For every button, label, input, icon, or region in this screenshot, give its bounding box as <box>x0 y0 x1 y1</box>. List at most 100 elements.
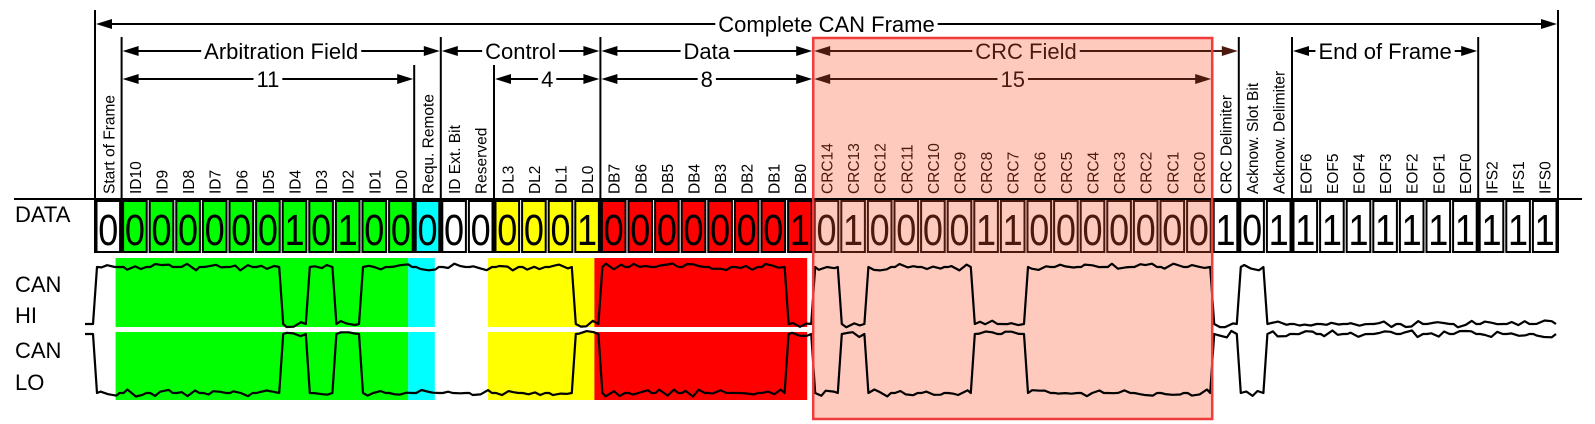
field-arrow-2: Control <box>441 39 600 64</box>
bit-label: EOF6 <box>1298 154 1315 194</box>
bit-label: ID2 <box>341 170 358 194</box>
bit-label: CRC Delimiter <box>1219 95 1236 194</box>
field-label: CRC Field <box>975 39 1076 64</box>
bit-cell: 1 <box>1292 200 1319 255</box>
bit-value: 0 <box>1136 206 1156 255</box>
field-arrow-0: Complete CAN Frame <box>96 12 1557 37</box>
bit-label: DB4 <box>687 163 704 194</box>
field-arrow-9: 15 <box>814 67 1212 92</box>
bit-cell: 1 <box>840 200 866 255</box>
bit-cell-box <box>654 200 680 253</box>
bit-value: 0 <box>151 206 171 255</box>
bit-cell-box <box>920 200 946 253</box>
arrow-label-bg <box>997 75 1028 83</box>
field-label: Data <box>684 39 731 64</box>
bit-cell-box <box>946 200 973 253</box>
bit-cell-box <box>1319 200 1345 253</box>
arrow-right-icon <box>583 46 600 56</box>
bit-cell: 1 <box>1398 200 1425 255</box>
bit-label: DL3 <box>500 166 517 194</box>
bit-cell: 0 <box>1079 200 1106 255</box>
bit-label: ID6 <box>234 170 251 194</box>
can-lo-bg-yellow <box>488 332 595 400</box>
bit-label: IFS2 <box>1485 161 1502 194</box>
bit-label: EOF4 <box>1352 153 1369 194</box>
bit-cell: 0 <box>122 200 148 255</box>
bit-value: 0 <box>683 206 703 255</box>
bit-value: 1 <box>1348 206 1368 255</box>
bit-label: ID9 <box>155 170 172 194</box>
bit-cell: 1 <box>1452 200 1478 255</box>
bit-label: DB1 <box>766 164 783 194</box>
bit-label: CRC8 <box>979 152 996 194</box>
bit-cell-box <box>547 200 574 253</box>
bit-cell-box <box>281 200 308 253</box>
bit-value: 0 <box>710 206 730 255</box>
bit-cell-box <box>175 200 201 253</box>
bit-value: 1 <box>1428 206 1448 255</box>
bit-value: 1 <box>338 206 358 255</box>
bit-value: 0 <box>444 206 464 255</box>
bit-cell-box <box>787 200 813 253</box>
field-arrow-5: End of Frame <box>1293 39 1478 64</box>
bit-value: 0 <box>125 206 145 255</box>
bit-cell-box <box>840 200 866 253</box>
bit-value: 1 <box>1269 206 1289 255</box>
bit-cell: 0 <box>521 200 547 255</box>
bit-cell: 0 <box>175 200 201 255</box>
bit-label: ID4 <box>288 170 305 195</box>
bit-label: Requ. Remote <box>421 94 438 194</box>
bit-cell-box <box>1292 200 1319 253</box>
bit-value: 0 <box>258 206 278 255</box>
bit-label: DB0 <box>793 163 810 194</box>
bit-value: 0 <box>1056 206 1076 255</box>
bit-cell-box <box>95 200 122 253</box>
crc-field-highlight <box>811 36 1214 421</box>
bit-cell-box <box>361 200 388 253</box>
bit-cell: 0 <box>920 200 946 255</box>
bit-cell: 0 <box>308 200 334 255</box>
arrow-label-bg <box>680 47 734 55</box>
arrow-right-icon <box>796 74 813 84</box>
bit-value: 0 <box>870 206 890 255</box>
bit-cell: 0 <box>733 200 760 255</box>
bit-value: 0 <box>737 206 757 255</box>
bit-label: DB7 <box>607 164 624 194</box>
bit-label: CRC7 <box>1006 152 1023 194</box>
bit-label: IFS1 <box>1511 161 1528 194</box>
bit-cell-box <box>441 200 467 253</box>
bit-cell: 1 <box>1478 200 1505 255</box>
bit-label: CRC10 <box>926 143 943 194</box>
bit-value: 0 <box>1162 206 1182 255</box>
bit-value: 1 <box>1535 206 1555 255</box>
bit-value: 0 <box>417 206 437 255</box>
bit-cell: 1 <box>1372 200 1398 255</box>
bit-value: 0 <box>1242 206 1262 255</box>
bit-label: EOF3 <box>1378 154 1395 194</box>
bit-cell: 0 <box>255 200 281 255</box>
arrow-left-icon <box>601 46 618 56</box>
bit-cell-box <box>1106 200 1132 253</box>
bit-cell: 0 <box>1159 200 1186 255</box>
bit-cell: 1 <box>1505 200 1531 255</box>
bit-value: 1 <box>843 206 863 255</box>
bit-cell: 1 <box>1425 200 1452 255</box>
can-lo-label-line1: CAN <box>15 338 62 363</box>
bit-value: 0 <box>524 206 544 255</box>
arrow-label-bg <box>1315 47 1455 55</box>
bit-value: 1 <box>976 206 996 255</box>
bit-cell: 0 <box>654 200 680 255</box>
bit-label: CRC6 <box>1032 152 1049 194</box>
bit-cell: 0 <box>1186 200 1212 255</box>
bit-value: 1 <box>1215 206 1235 255</box>
bit-value: 0 <box>178 206 198 255</box>
bit-value: 0 <box>896 206 916 255</box>
bit-label: IFS0 <box>1538 161 1555 194</box>
field-label: 15 <box>1000 67 1024 92</box>
bit-cell: 0 <box>627 200 654 255</box>
bit-cell: 1 <box>281 200 308 255</box>
can-lo-label-line2: LO <box>15 370 45 395</box>
field-arrow-6: 11 <box>122 67 414 92</box>
